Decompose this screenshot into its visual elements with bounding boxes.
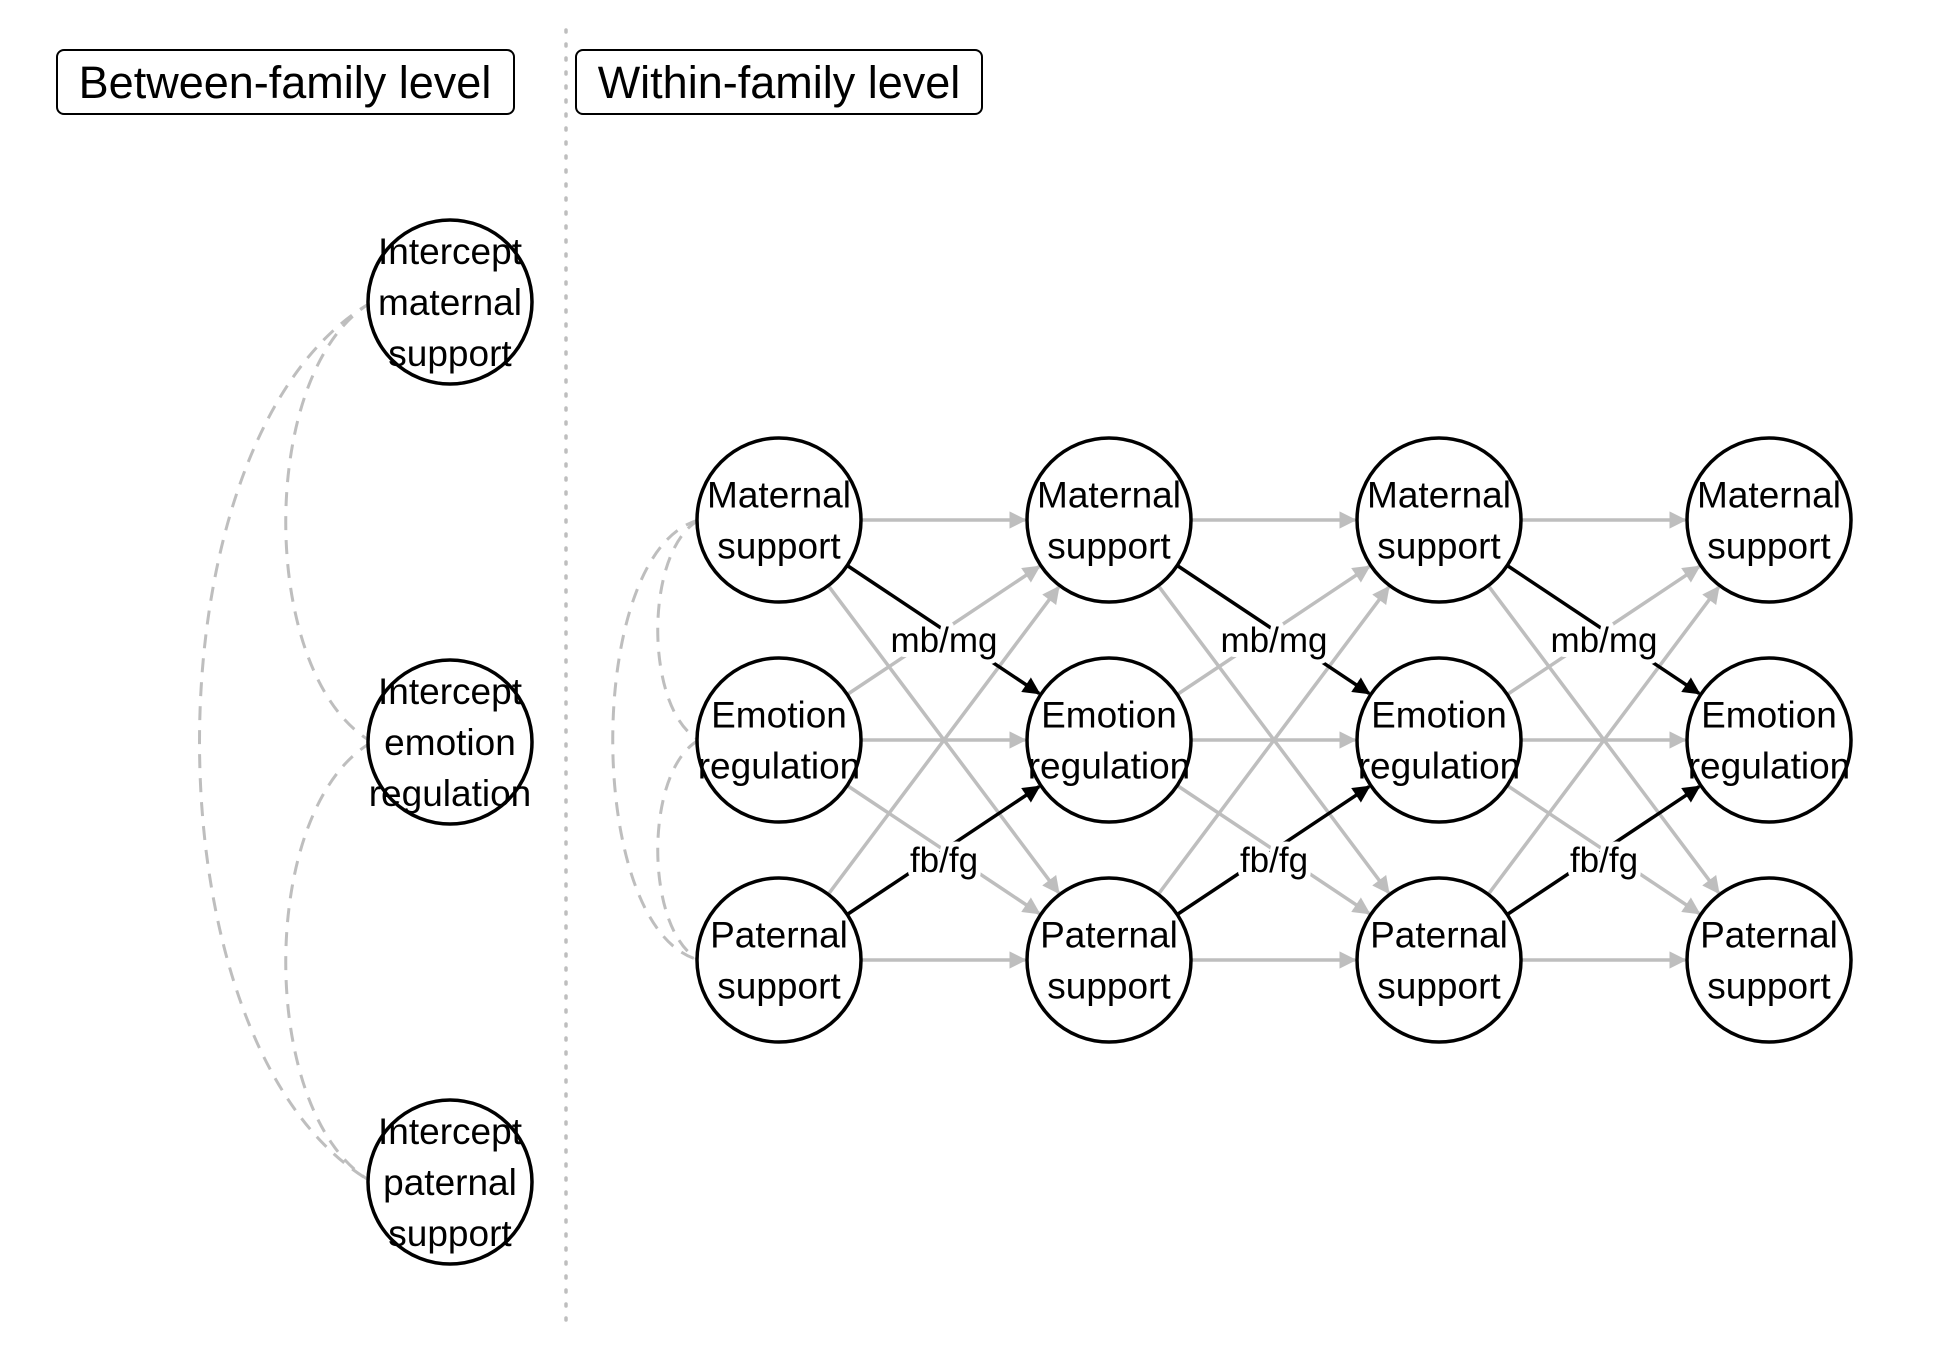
node-ps-w2-label-line: support (1047, 966, 1171, 1007)
path-label-maternal-w3: mb/mg (1551, 621, 1658, 660)
cov-w1-er-ps (656, 738, 700, 962)
node-int_ms: Intercept maternal support (366, 218, 534, 386)
node-ps-w2-circle (1025, 876, 1193, 1044)
node-ms-w3-circle (1355, 436, 1523, 604)
node-ms-w3: Maternal support (1355, 436, 1523, 604)
cov-w1-ms-er (656, 518, 700, 742)
node-ms-w1-circle (695, 436, 863, 604)
path-label-maternal-w2: mb/mg (1221, 621, 1328, 660)
node-er-w1-label-line: Emotion (711, 695, 847, 736)
cov-int-er-ps (284, 740, 373, 1184)
node-ps-w4: Paternal support (1685, 876, 1853, 1044)
node-ms-w2-circle (1025, 436, 1193, 604)
between-family-title: Between-family level (56, 49, 515, 115)
node-ms-w2-label-line: Maternal (1037, 475, 1181, 516)
node-ps-w4-circle (1685, 876, 1853, 1044)
between-family-title-text: Between-family level (79, 57, 492, 108)
node-ms-w4-label-line: Maternal (1697, 475, 1841, 516)
node-ms-w1-label-line: Maternal (707, 475, 851, 516)
path-label-paternal-w1: fb/fg (910, 841, 978, 880)
node-ms-w4-label-line: support (1707, 526, 1831, 567)
node-ms-w1-label-line: support (717, 526, 841, 567)
node-ps-w1-label-line: Paternal (710, 915, 848, 956)
nodes: InterceptmaternalsupportInterceptemotion… (366, 218, 1853, 1266)
node-er-w4-circle (1685, 656, 1853, 824)
within-family-title: Within-family level (575, 49, 983, 115)
path-w1-ps-to-w2-ms (826, 585, 1060, 896)
node-int_ps-circle (366, 1098, 534, 1266)
node-ps-w3-label-line: support (1377, 966, 1501, 1007)
node-ps-w4-label-line: Paternal (1700, 915, 1838, 956)
node-ps-w1-circle (695, 876, 863, 1044)
node-ps-w2: Paternal support (1025, 876, 1193, 1044)
node-int_ms-label-line: Intercept (378, 231, 523, 272)
node-ps-w3-circle (1355, 876, 1523, 1044)
cov-int-ms-ps (198, 300, 373, 1184)
node-int_ps-label-line: paternal (383, 1162, 517, 1203)
node-er-w1-circle (695, 656, 863, 824)
node-ps-w1-label-line: support (717, 966, 841, 1007)
node-ps-w3-label-line: Paternal (1370, 915, 1508, 956)
cov-int-ms-er (284, 300, 373, 744)
node-ps-w2-label-line: Paternal (1040, 915, 1178, 956)
node-er-w3-label-line: regulation (1358, 746, 1521, 787)
node-int_ms-label-line: support (388, 333, 512, 374)
node-int_ps-label-line: Intercept (378, 1111, 523, 1152)
path-labels: mb/mg fb/fg mb/mg fb/fg mb/mg fb/fg (886, 616, 1663, 885)
node-ms-w2: Maternal support (1025, 436, 1193, 604)
node-er-w4: Emotion regulation (1685, 656, 1853, 824)
path-w2-ps-to-w3-ms (1156, 585, 1390, 896)
path-label-maternal-w1: mb/mg (891, 621, 998, 660)
path-label-paternal-w2: fb/fg (1240, 841, 1308, 880)
regression-paths (826, 511, 1720, 969)
path-w2-ms-to-w3-er (1176, 564, 1371, 695)
node-er-w2-label-line: regulation (1028, 746, 1191, 787)
node-er-w2: Emotion regulation (1025, 656, 1193, 824)
node-ps-w4-label-line: support (1707, 966, 1831, 1007)
node-ms-w4: Maternal support (1685, 436, 1853, 604)
covariance-paths (198, 300, 700, 1184)
node-int_ps: Intercept paternal support (366, 1098, 534, 1266)
path-w2-ps-to-w3-er (1176, 785, 1371, 916)
node-er-w3-label-line: Emotion (1371, 695, 1507, 736)
node-int_er-circle (366, 658, 534, 826)
node-ps-w1: Paternal support (695, 876, 863, 1044)
node-int_ps-label-line: support (388, 1213, 512, 1254)
node-er-w1: Emotion regulation (695, 656, 863, 824)
node-er-w3-circle (1355, 656, 1523, 824)
node-ms-w4-circle (1685, 436, 1853, 604)
path-w3-ps-to-w4-ms (1486, 585, 1720, 896)
node-er-w4-label-line: regulation (1688, 746, 1851, 787)
path-label-paternal-w3: fb/fg (1570, 841, 1638, 880)
node-int_er-label-line: regulation (369, 773, 532, 814)
node-ms-w3-label-line: support (1377, 526, 1501, 567)
node-er-w2-circle (1025, 656, 1193, 824)
node-er-w4-label-line: Emotion (1701, 695, 1837, 736)
node-int_er-label-line: emotion (384, 722, 516, 763)
node-int_er: Intercept emotion regulation (366, 658, 534, 826)
node-int_ms-circle (366, 218, 534, 386)
within-family-title-text: Within-family level (598, 57, 961, 108)
node-ms-w1: Maternal support (695, 436, 863, 604)
node-int_er-label-line: Intercept (378, 671, 523, 712)
node-int_ms-label-line: maternal (378, 282, 522, 323)
node-er-w1-label-line: regulation (698, 746, 861, 787)
node-er-w2-label-line: Emotion (1041, 695, 1177, 736)
node-ms-w3-label-line: Maternal (1367, 475, 1511, 516)
path-w3-ps-to-w4-er (1506, 785, 1701, 916)
node-ps-w3: Paternal support (1355, 876, 1523, 1044)
node-ms-w2-label-line: support (1047, 526, 1171, 567)
cov-w1-ms-ps (611, 518, 700, 962)
node-er-w3: Emotion regulation (1355, 656, 1523, 824)
path-w1-ms-to-w2-er (846, 564, 1041, 695)
path-w1-ps-to-w2-er (846, 785, 1041, 916)
path-w3-ms-to-w4-er (1506, 564, 1701, 695)
